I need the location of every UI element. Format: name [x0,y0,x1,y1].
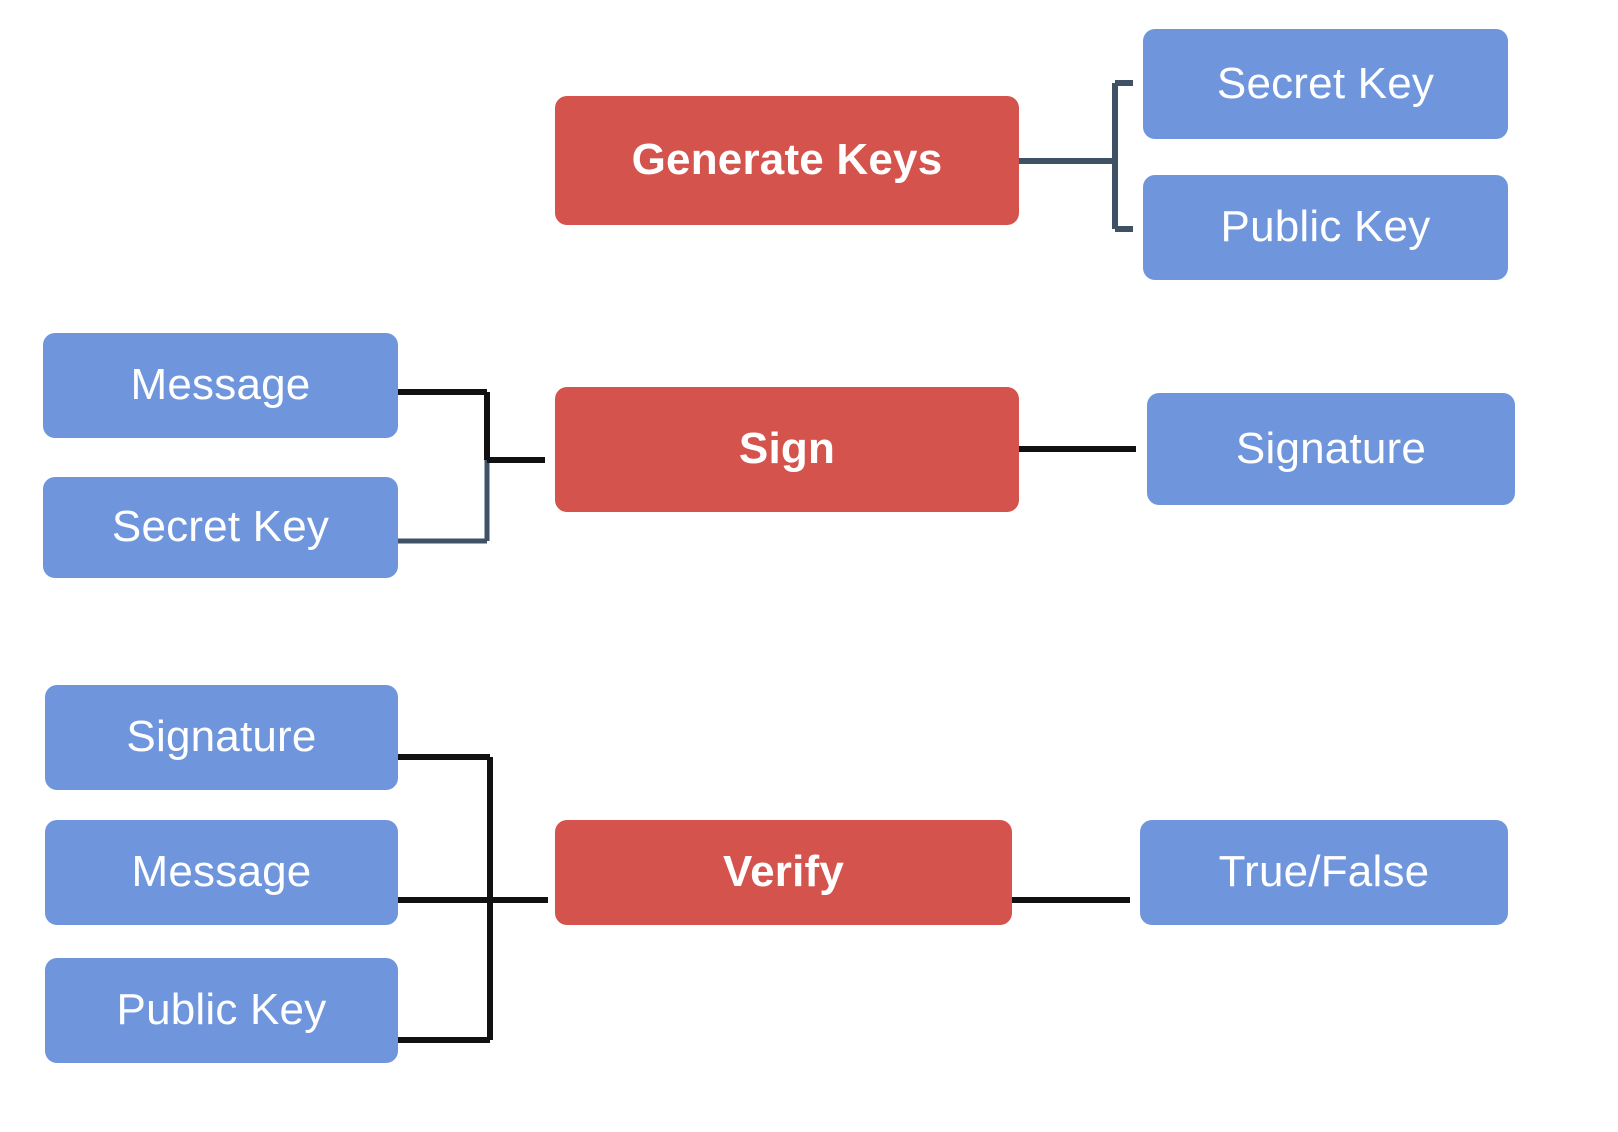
node-generate-keys-label: Generate Keys [631,135,943,185]
node-verify-input-message-label: Message [131,847,312,897]
node-sign-input-secret-key-label: Secret Key [111,502,330,552]
node-sign-label: Sign [738,424,836,474]
node-verify-input-message[interactable]: Message [45,820,398,925]
node-sign-input-message[interactable]: Message [43,333,398,438]
node-sign-output-signature-label: Signature [1235,423,1427,473]
node-generate-keys[interactable]: Generate Keys [555,96,1019,225]
node-sign-input-message-label: Message [130,360,311,410]
node-public-key-output-label: Public Key [1220,202,1431,252]
node-verify-input-signature[interactable]: Signature [45,685,398,790]
wire-generate-keys-outputs [1018,80,1133,232]
wire-verify-inputs [398,754,548,1043]
node-secret-key-output[interactable]: Secret Key [1143,29,1508,139]
node-verify-input-signature-label: Signature [126,712,317,762]
node-sign-input-secret-key[interactable]: Secret Key [43,477,398,578]
node-verify-output-truefalse[interactable]: True/False [1140,820,1508,925]
node-secret-key-output-label: Secret Key [1216,58,1435,108]
node-verify-label: Verify [722,847,845,897]
node-public-key-output[interactable]: Public Key [1143,175,1508,280]
wire-sign-inputs [398,389,545,544]
node-verify-input-public-key[interactable]: Public Key [45,958,398,1063]
node-verify-input-public-key-label: Public Key [116,985,327,1035]
node-sign-output-signature[interactable]: Signature [1147,393,1515,505]
node-verify[interactable]: Verify [555,820,1012,925]
node-verify-output-truefalse-label: True/False [1218,847,1430,897]
node-sign[interactable]: Sign [555,387,1019,512]
